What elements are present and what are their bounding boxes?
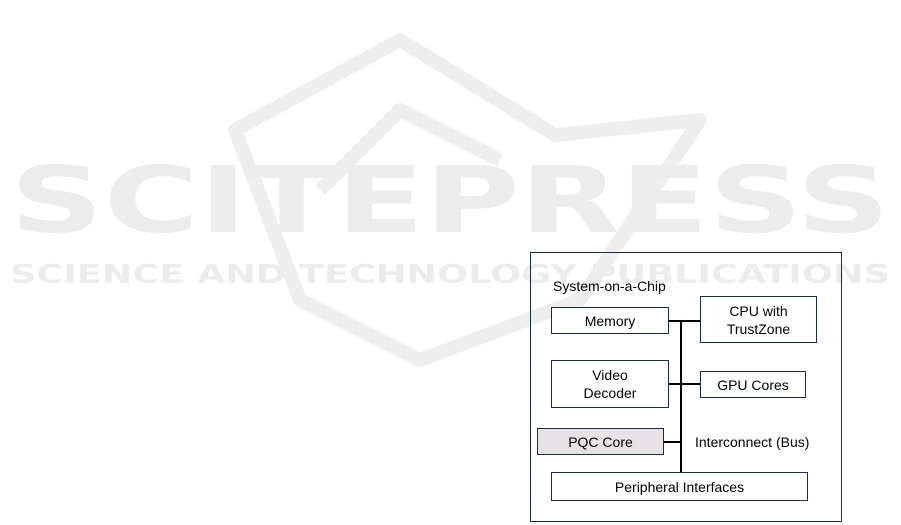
interconnect-bus-line	[680, 320, 682, 472]
video-decoder-block: Video Decoder	[551, 360, 669, 408]
memory-cpu-link	[668, 320, 701, 322]
pqc-bus-link	[664, 441, 681, 443]
peripheral-interfaces-block: Peripheral Interfaces	[551, 472, 808, 501]
watermark-brand-text: SCITEPRESS	[10, 147, 890, 254]
video-label-line2: Decoder	[584, 384, 637, 402]
gpu-label: GPU Cores	[717, 376, 789, 394]
peripheral-label: Peripheral Interfaces	[615, 478, 744, 496]
pqc-core-block: PQC Core	[537, 428, 664, 455]
memory-block: Memory	[551, 307, 669, 334]
video-label-line1: Video	[592, 366, 628, 384]
cpu-trustzone-block: CPU with TrustZone	[700, 296, 817, 343]
system-on-chip-label: System-on-a-Chip	[553, 278, 666, 295]
memory-label: Memory	[585, 312, 636, 330]
gpu-cores-block: GPU Cores	[700, 371, 806, 398]
video-gpu-link	[668, 383, 701, 385]
interconnect-bus-label: Interconnect (Bus)	[695, 434, 809, 451]
pqc-label: PQC Core	[568, 433, 633, 451]
cpu-label-line1: CPU with	[729, 302, 787, 320]
cpu-label-line2: TrustZone	[727, 320, 790, 338]
